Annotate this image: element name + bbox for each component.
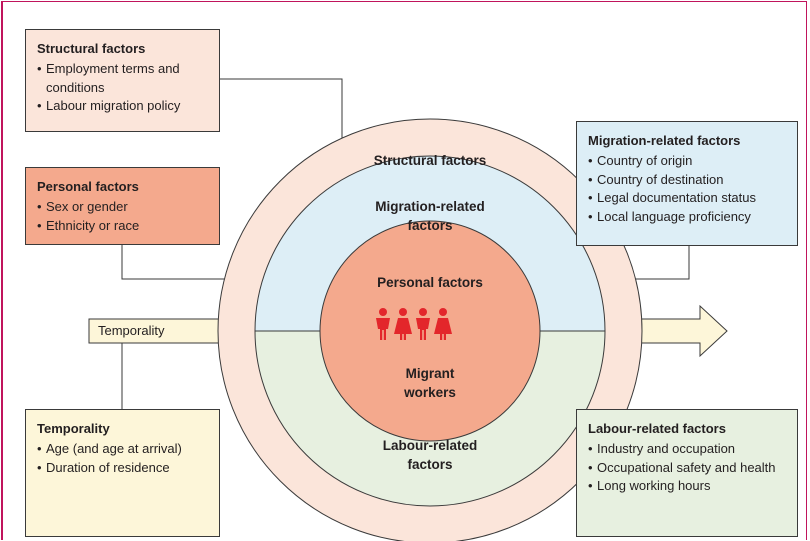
figure-frame-left xyxy=(1,1,3,540)
person-icon xyxy=(434,308,452,340)
list-item: Local language proficiency xyxy=(588,208,797,227)
labour-related-factors-box: Labour-related factors Industry and occu… xyxy=(576,409,798,537)
list-item: Country of origin xyxy=(588,152,797,171)
center-label-line2: workers xyxy=(404,385,456,400)
box-title: Personal factors xyxy=(37,179,139,194)
migration-label-line2: factors xyxy=(407,218,453,233)
list-item: Age (and age at arrival) xyxy=(37,440,219,459)
migration-half-label: Migration-related factors xyxy=(330,197,530,235)
list-item: Industry and occupation xyxy=(588,440,797,459)
person-icon xyxy=(376,308,390,340)
personal-circle-label: Personal factors xyxy=(377,275,483,290)
labour-label-line1: Labour-related xyxy=(382,438,478,453)
list-item: Ethnicity or race xyxy=(37,217,219,236)
temporality-arrow-label: Temporality xyxy=(98,323,165,338)
four-people-icon xyxy=(376,308,452,340)
item-list: Age (and age at arrival) Duration of res… xyxy=(37,440,219,477)
personal-factors-box: Personal factors Sex or gender Ethnicity… xyxy=(25,167,220,245)
item-list: Industry and occupation Occupational saf… xyxy=(588,440,797,496)
structural-factors-box: Structural factors Employment terms and … xyxy=(25,29,220,132)
box-title: Structural factors xyxy=(37,41,146,56)
list-item: Long working hours xyxy=(588,477,797,496)
list-item: Country of destination xyxy=(588,171,797,190)
structural-ring-label: Structural factors xyxy=(373,153,487,168)
list-item: Sex or gender xyxy=(37,198,219,217)
item-list: Sex or gender Ethnicity or race xyxy=(37,198,219,235)
list-item: Labour migration policy xyxy=(37,97,219,116)
list-item: Duration of residence xyxy=(37,459,219,478)
list-item: Occupational safety and health xyxy=(588,459,797,478)
item-list: Country of origin Country of destination… xyxy=(588,152,797,226)
list-item: Employment terms and conditions xyxy=(37,60,219,97)
labour-label-line2: factors xyxy=(407,457,453,472)
box-title: Temporality xyxy=(37,421,110,436)
labour-half-label: Labour-related factors xyxy=(330,436,530,474)
item-list: Employment terms and conditions Labour m… xyxy=(37,60,219,116)
migration-label-line1: Migration-related xyxy=(375,199,485,214)
box-title: Migration-related factors xyxy=(588,133,741,148)
person-icon xyxy=(394,308,412,340)
personal-circle xyxy=(319,220,541,442)
box-title: Labour-related factors xyxy=(588,421,726,436)
center-label-line1: Migrant xyxy=(405,366,455,381)
center-label: Migrant workers xyxy=(330,364,530,402)
connector-structural xyxy=(220,78,343,148)
migration-related-factors-box: Migration-related factors Country of ori… xyxy=(576,121,798,246)
list-item: Legal documentation status xyxy=(588,189,797,208)
person-icon xyxy=(416,308,430,340)
temporality-box: Temporality Age (and age at arrival) Dur… xyxy=(25,409,220,537)
